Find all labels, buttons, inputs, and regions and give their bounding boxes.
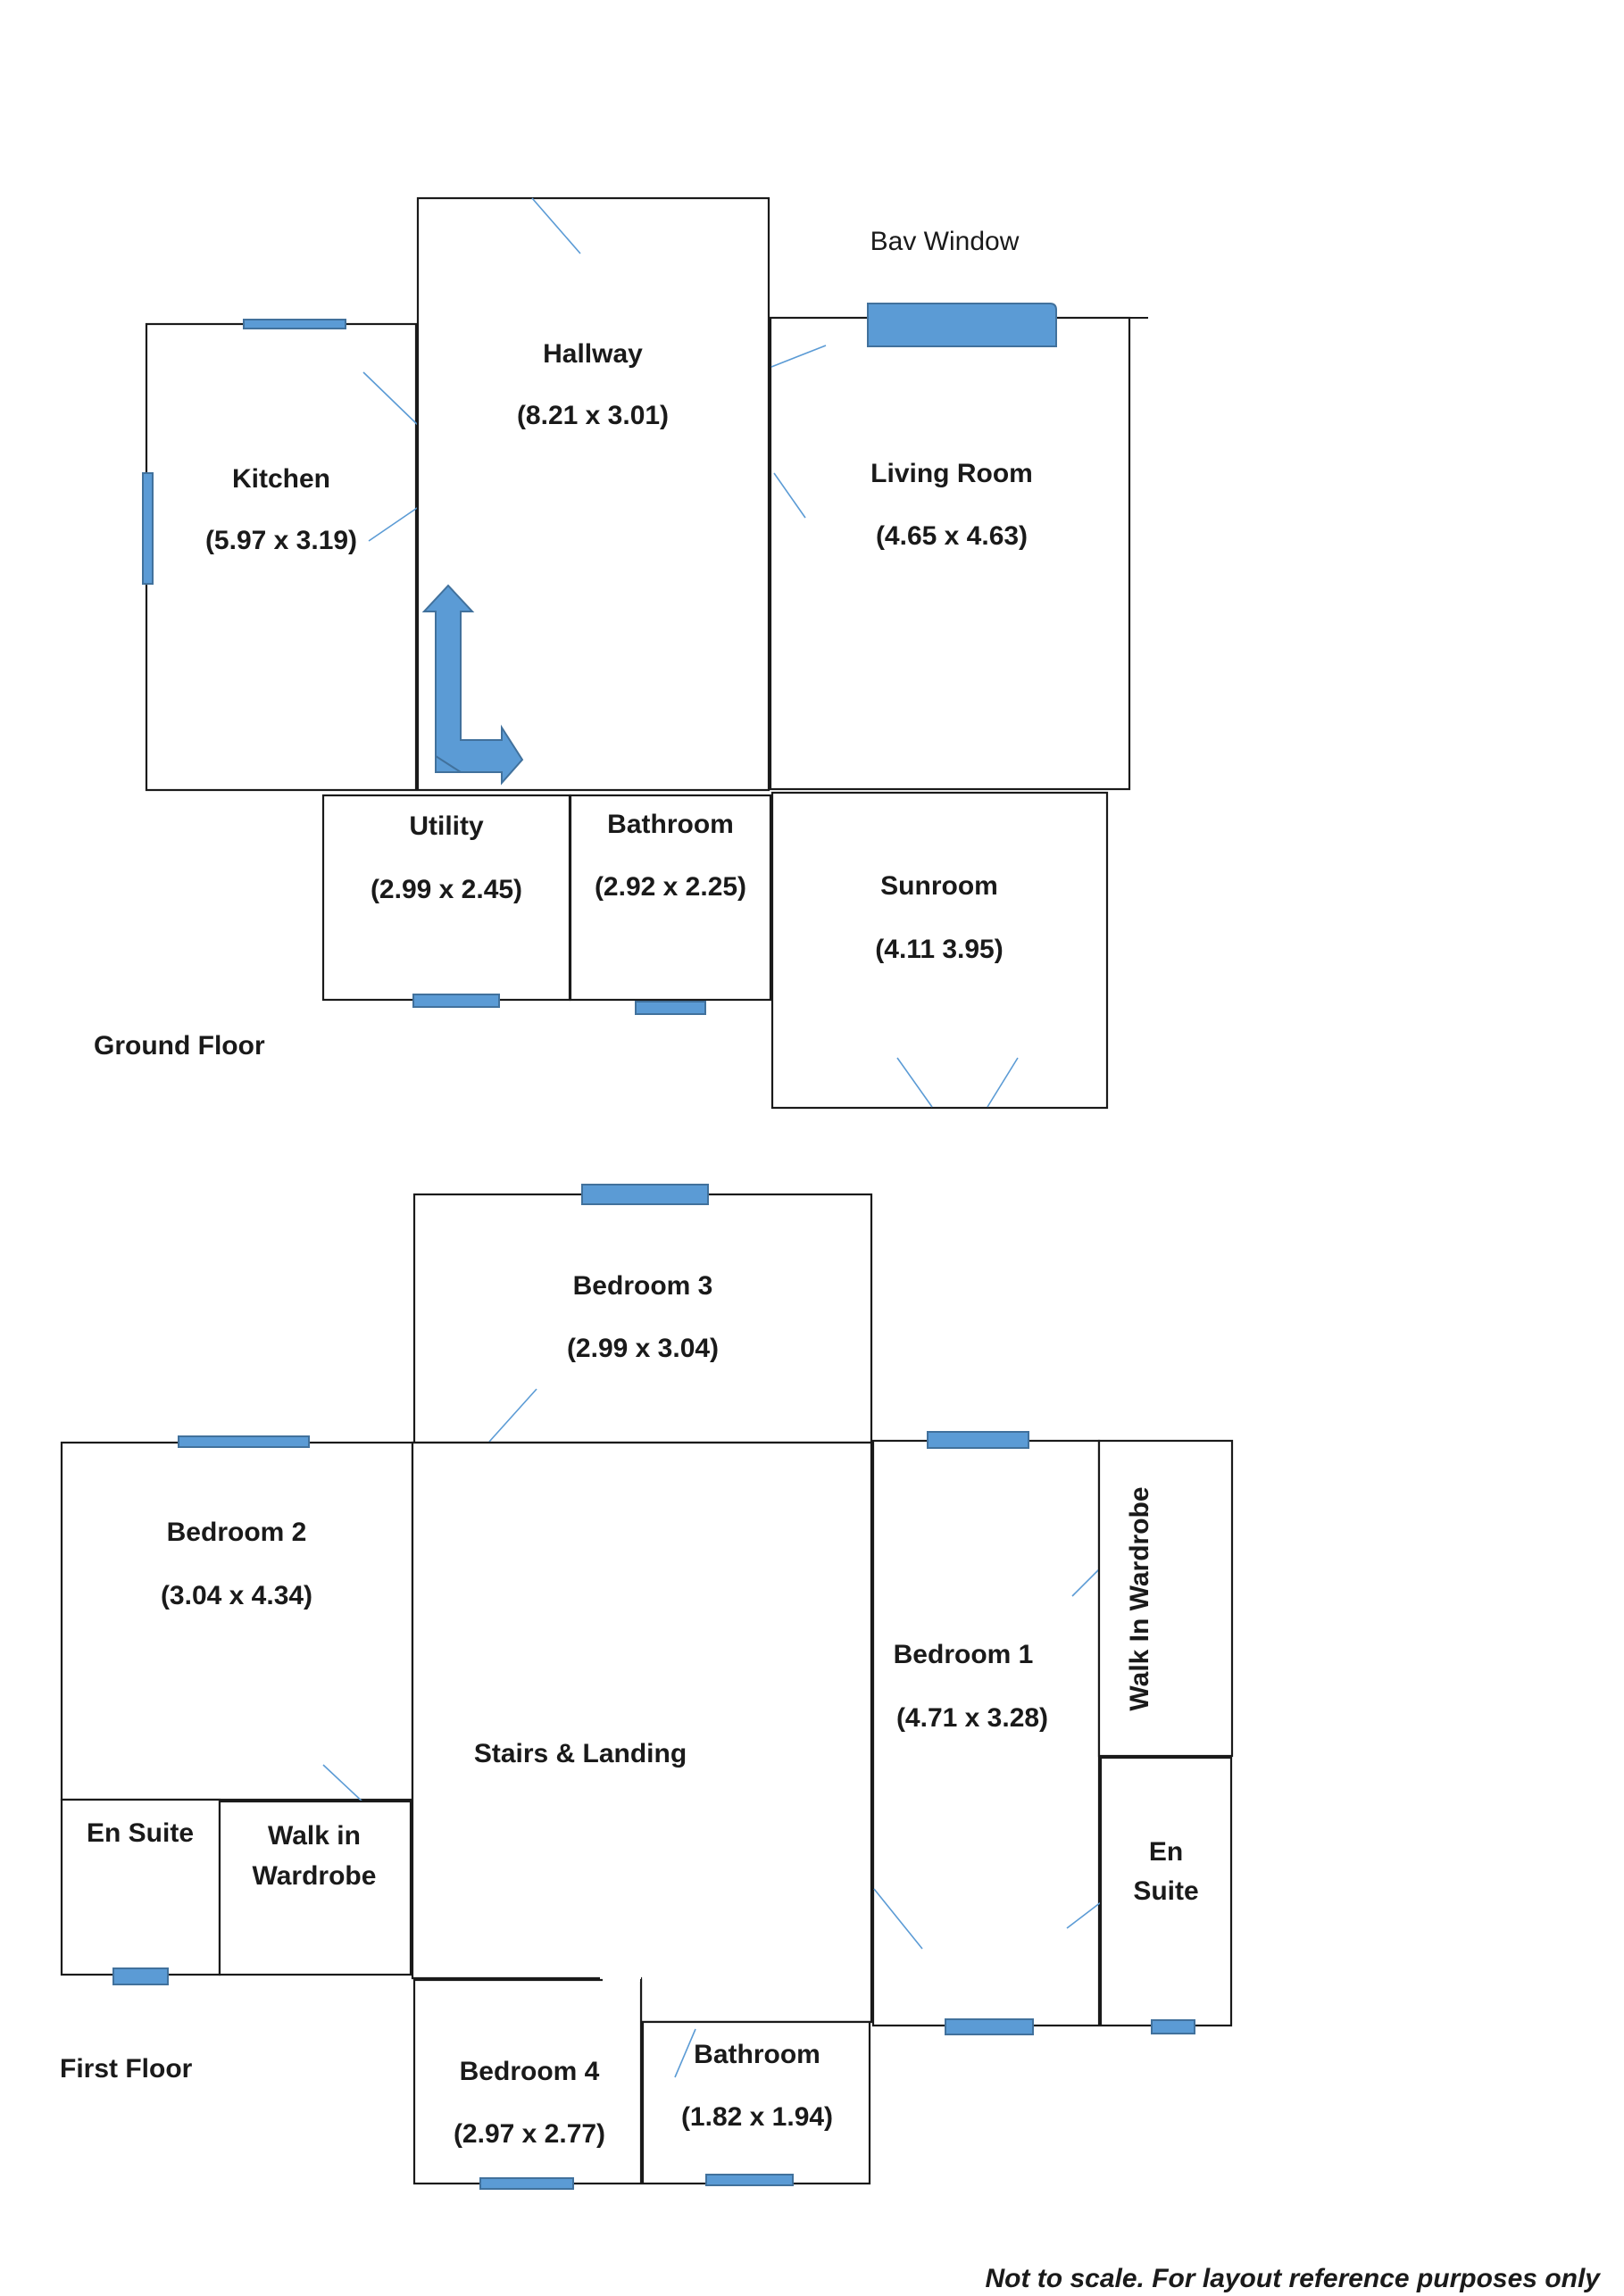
bedroom-4-window [479, 2177, 574, 2190]
hallway-size: (8.21 x 3.01) [517, 401, 669, 430]
walk-in-wardrobe-left-line1: Walk in [268, 1821, 361, 1851]
bedroom-1-wardrobe-door-swing [1071, 1567, 1102, 1597]
hallway-front-door-swing [531, 197, 581, 254]
bedroom-3-size: (2.99 x 3.04) [567, 1334, 719, 1363]
bedroom-4-name: Bedroom 4 [460, 2057, 600, 2086]
kitchen-window-top [243, 319, 346, 329]
footnote: Not to scale. For layout reference purpo… [985, 2264, 1601, 2293]
en-suite-right-line2: Suite [1133, 1876, 1198, 1906]
hallway-name: Hallway [543, 339, 643, 369]
ground-bathroom-size: (2.92 x 2.25) [595, 872, 746, 902]
ground-bathroom-name: Bathroom [607, 810, 734, 839]
first-bathroom-window [705, 2174, 794, 2186]
bedroom-1-window-top [927, 1431, 1029, 1449]
bedroom-1-size: (4.71 x 3.28) [896, 1703, 1048, 1733]
utility-room [321, 794, 571, 1002]
bedroom-3-window [581, 1184, 709, 1205]
bedroom-2-window [178, 1435, 310, 1448]
bedroom-4-room [412, 1978, 643, 2185]
bedroom-3-room [412, 1193, 873, 1444]
stairs-arrow-icon [421, 584, 524, 786]
bedroom-2-door-swing [322, 1764, 367, 1806]
en-suite-right-line1: En [1149, 1837, 1183, 1867]
bedroom-3-door-swing [488, 1388, 537, 1443]
kitchen-window-left [142, 472, 154, 585]
kitchen-room [145, 322, 418, 792]
sunroom-size: (4.11 3.95) [875, 935, 1003, 964]
bedroom-1-ensuite-door-swing [1066, 1901, 1102, 1929]
en-suite-right-window [1151, 2019, 1195, 2034]
bedroom-3-name: Bedroom 3 [573, 1271, 713, 1301]
sunroom-door-swing-left [896, 1057, 933, 1108]
en-suite-left-name: En Suite [87, 1818, 194, 1848]
bedroom-4-size: (2.97 x 2.77) [454, 2119, 605, 2149]
kitchen-name: Kitchen [232, 464, 330, 494]
first-bathroom-room [641, 2020, 871, 2185]
bedroom-1-room [871, 1439, 1101, 2027]
walk-in-wardrobe-right-room [1097, 1439, 1234, 1758]
bedroom-2-name: Bedroom 2 [167, 1518, 307, 1547]
bedroom-2-size: (3.04 x 4.34) [161, 1581, 312, 1610]
kitchen-door-swing-lower [368, 503, 423, 542]
bay-window-label: Bav Window [870, 227, 1020, 256]
utility-size: (2.99 x 2.45) [371, 875, 522, 904]
first-floor: Bedroom 3 (2.99 x 3.04) Bedroom 2 (3.04 … [60, 1184, 1234, 2190]
first-bathroom-name: Bathroom [694, 2040, 820, 2069]
kitchen-door-swing-upper [362, 371, 421, 428]
bedroom-1-name: Bedroom 1 [894, 1640, 1034, 1669]
ground-bathroom-window [635, 1001, 706, 1015]
first-bathroom-size: (1.82 x 1.94) [681, 2102, 833, 2132]
walk-in-wardrobe-left-line2: Wardrobe [253, 1861, 377, 1891]
living-room [769, 316, 1131, 791]
first-floor-label: First Floor [60, 2054, 193, 2084]
ground-floor: Kitchen (5.97 x 3.19) Hallway (8.21 x 3.… [94, 196, 1148, 1110]
sunroom-name: Sunroom [880, 871, 998, 901]
en-suite-left-window [112, 1967, 169, 1985]
kitchen-size: (5.97 x 3.19) [205, 526, 357, 555]
living-door-swing-lower [773, 472, 806, 519]
ground-floor-label: Ground Floor [94, 1031, 265, 1061]
bedroom-1-window-bottom [945, 2018, 1034, 2035]
hallway-room [416, 196, 770, 792]
living-room-size: (4.65 x 4.63) [876, 521, 1028, 551]
en-suite-right-room [1099, 1756, 1233, 2027]
utility-name: Utility [409, 811, 484, 841]
walk-in-wardrobe-right-name: Walk In Wardrobe [1125, 1486, 1154, 1710]
stairs-landing-area [411, 1441, 873, 2024]
en-suite-left-room [60, 1798, 221, 1976]
bay-window [867, 303, 1057, 347]
walk-in-wardrobe-left-room [218, 1800, 412, 1976]
sunroom-door-swing-right [987, 1057, 1019, 1108]
stairs-landing-name: Stairs & Landing [474, 1739, 687, 1768]
bedroom-1-entry-door-swing [873, 1888, 923, 1950]
living-room-name: Living Room [870, 459, 1033, 488]
first-bathroom-door-swing [674, 2028, 696, 2078]
ground-bathroom-room [569, 794, 772, 1002]
sunroom-room [770, 791, 1109, 1110]
bedroom-2-room [60, 1441, 414, 1801]
living-door-swing-upper [770, 345, 827, 368]
utility-window [412, 994, 500, 1008]
